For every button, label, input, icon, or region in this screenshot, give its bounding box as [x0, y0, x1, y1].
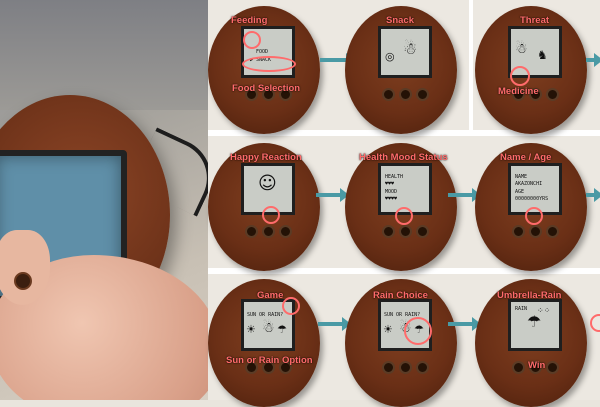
middle-button — [262, 225, 275, 238]
screen-text: MOOD — [385, 189, 398, 195]
right-button — [546, 225, 559, 238]
screen-text: ♥♥♥♥ — [385, 196, 398, 202]
middle-button — [529, 225, 542, 238]
callout-top: Feeding — [231, 15, 268, 26]
screen-text: RAIN — [515, 306, 528, 312]
left-button — [382, 225, 395, 238]
flow-arrow — [318, 317, 351, 331]
medicine-icon-highlight — [510, 66, 530, 86]
middle-button — [399, 225, 412, 238]
right-button — [416, 225, 429, 238]
status-icon-highlight — [525, 207, 543, 225]
right-button — [279, 361, 292, 374]
happy-creature-icon: ☺ — [258, 173, 277, 194]
background-wall — [0, 0, 208, 110]
callout-top: Happy Reaction — [230, 152, 302, 163]
flow-arrow — [448, 317, 481, 331]
creature-icon: ☃ — [403, 39, 418, 58]
snack-option-highlight — [242, 56, 296, 72]
right-button — [546, 88, 559, 101]
screen-text: NAME — [515, 174, 528, 180]
game-icon-highlight — [282, 297, 300, 315]
right-button — [416, 361, 429, 374]
screen-text: SUN OR RAIN? — [247, 312, 284, 318]
umbrella-icon: ☂ — [277, 323, 287, 336]
device-game: SUN OR RAIN? ☀ ☃ ☂ — [208, 279, 320, 407]
left-button — [512, 225, 525, 238]
threat-icon: ♞ — [537, 48, 548, 62]
lcd-screen: RAIN ⁘⁘ ☂ — [508, 299, 562, 351]
left-button — [245, 88, 258, 101]
column-divider — [469, 0, 473, 130]
middle-button — [529, 361, 542, 374]
rain-drops-icon: ⁘⁘ — [537, 306, 551, 315]
right-button — [546, 361, 559, 374]
left-button — [382, 88, 395, 101]
flow-arrow — [320, 53, 355, 67]
left-button — [245, 361, 258, 374]
callout-bottom: Food Selection — [232, 83, 301, 94]
flow-arrow — [586, 188, 600, 202]
callout-bottom: Sun or Rain Option — [226, 355, 313, 366]
food-icon-highlight — [243, 31, 261, 49]
row-divider — [208, 268, 600, 274]
right-button — [279, 225, 292, 238]
continuation-highlight — [590, 314, 600, 332]
screen-text: 00000000YRS — [515, 196, 549, 202]
umbrella-choice-highlight — [404, 317, 432, 345]
sun-icon: ☀ — [246, 323, 256, 336]
device-threat: ☃ ♞ — [475, 6, 587, 134]
middle-button — [399, 88, 412, 101]
middle-button — [262, 88, 275, 101]
screen-text: AGE — [515, 189, 525, 195]
right-button — [279, 88, 292, 101]
middle-button — [399, 361, 412, 374]
device-photo — [0, 0, 208, 400]
device-button — [14, 272, 32, 290]
middle-button — [262, 361, 275, 374]
callout-top: Threat — [520, 15, 550, 26]
callout-top: Game — [257, 290, 284, 301]
sun-icon: ☀ — [383, 323, 393, 336]
right-button — [416, 88, 429, 101]
callout-top: Umbrella-Rain — [497, 290, 562, 301]
screen-text: ♥♥♥ — [385, 181, 395, 187]
creature-icon: ☃ — [515, 41, 528, 57]
screen-text: AKAZONCHI — [515, 181, 543, 187]
snack-icon: ◎ — [385, 50, 395, 63]
device-snack: ☃ ◎ — [345, 6, 457, 134]
callout-top: Snack — [386, 15, 414, 26]
flow-arrow — [448, 188, 481, 202]
middle-button — [529, 88, 542, 101]
lcd-screen: NAME AKAZONCHI AGE 00000000YRS — [508, 163, 562, 215]
left-button — [382, 361, 395, 374]
screen-text: SUN OR RAIN? — [384, 312, 421, 318]
callout-top: Name / Age — [500, 152, 552, 163]
umbrella-icon: ☂ — [527, 312, 542, 331]
lcd-screen: ☃ ◎ — [378, 26, 432, 78]
left-button — [245, 225, 258, 238]
flow-arrow — [586, 53, 600, 67]
screen-text: FOOD — [256, 49, 269, 55]
callout-bottom: Medicine — [498, 86, 539, 97]
lcd-screen: HEALTH ♥♥♥ MOOD ♥♥♥♥ — [378, 163, 432, 215]
flow-arrow — [316, 188, 349, 202]
thumb — [0, 230, 50, 305]
left-button — [512, 361, 525, 374]
device-umbrella-rain: RAIN ⁘⁘ ☂ — [475, 279, 587, 407]
creature-icon: ☃ — [262, 320, 275, 336]
left-button — [512, 88, 525, 101]
callout-bottom: Win — [528, 360, 546, 371]
callout-top: Health Mood Status — [359, 152, 448, 163]
status-icon-highlight — [262, 206, 280, 224]
callout-top: Rain Choice — [373, 290, 428, 301]
screen-text: HEALTH — [385, 174, 404, 180]
device-happy: ☺ — [208, 143, 320, 271]
status-icon-highlight — [395, 207, 413, 225]
